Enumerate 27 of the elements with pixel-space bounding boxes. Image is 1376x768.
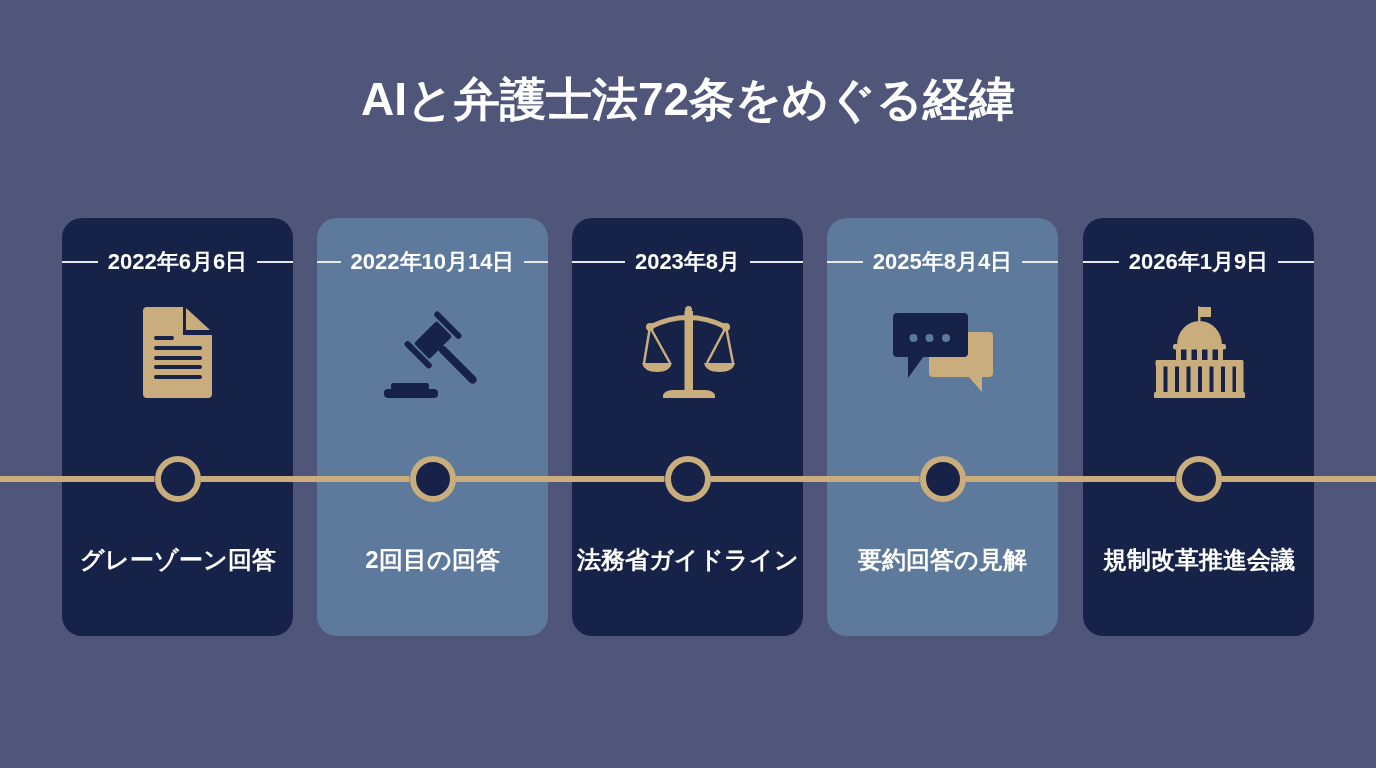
timeline-line <box>710 476 920 482</box>
timeline-line <box>0 476 155 482</box>
timeline-marker <box>919 456 966 502</box>
event-label: グレーゾーン回答 <box>79 545 276 575</box>
date-label: 2026年1月9日 <box>1128 248 1269 276</box>
date-label: 2023年8月 <box>634 248 741 276</box>
title: AIと弁護士法72条をめぐる経緯 <box>360 72 1016 127</box>
event-label: 要約回答の見解 <box>858 545 1027 575</box>
timeline-line <box>200 476 410 482</box>
date-label: 2022年6月6日 <box>107 248 248 276</box>
timeline-line <box>455 476 665 482</box>
timeline-card <box>317 218 548 636</box>
timeline-marker <box>1175 456 1222 502</box>
timeline-line <box>1221 476 1376 482</box>
timeline-line <box>965 476 1176 482</box>
timeline-card <box>827 218 1058 636</box>
timeline-marker <box>664 456 711 502</box>
event-label: 規制改革推進会議 <box>1102 545 1295 575</box>
timeline-card <box>572 218 803 636</box>
event-label: 法務省ガイドライン <box>576 545 799 575</box>
timeline-marker <box>409 456 456 502</box>
timeline-card <box>1083 218 1314 636</box>
timeline-marker <box>154 456 201 502</box>
event-label: 2回目の回答 <box>365 545 500 575</box>
date-label: 2025年8月4日 <box>872 248 1013 276</box>
timeline-card <box>62 218 293 636</box>
date-label: 2022年10月14日 <box>350 248 515 276</box>
